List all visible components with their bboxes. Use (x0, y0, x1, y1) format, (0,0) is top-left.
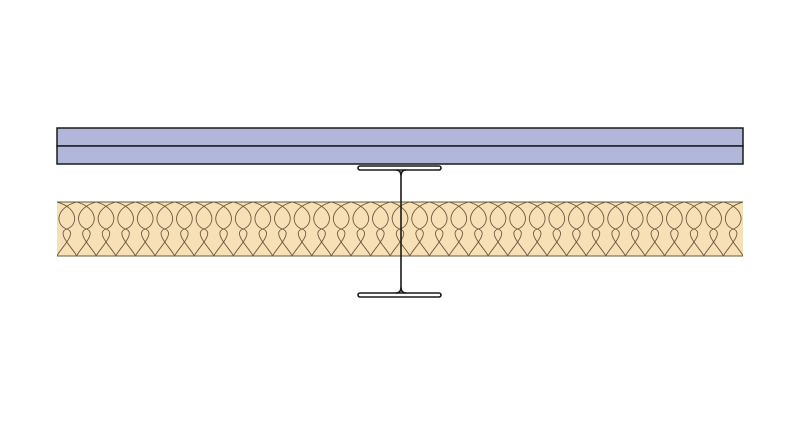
insulation-curve (232, 202, 254, 256)
stud-bottom-flange (357, 292, 442, 298)
insulation-layer (57, 201, 743, 257)
insulation-curve (644, 202, 665, 256)
insulation-curve (350, 202, 371, 256)
insulation-curve (57, 202, 58, 203)
insulation-curve (428, 202, 450, 256)
insulation-curve (134, 202, 156, 256)
insulation-curve (742, 202, 743, 203)
insulation-curve (95, 202, 116, 256)
insulation-curve (585, 202, 606, 256)
insulation-curve (507, 202, 528, 256)
stud-top-flange (357, 165, 442, 171)
insulation-curve (213, 202, 234, 256)
board-layer-1 (56, 127, 744, 147)
insulation-curve (722, 202, 743, 256)
insulation-curve (370, 202, 391, 256)
insulation-pattern (57, 202, 743, 256)
insulation-curve (57, 202, 77, 256)
insulation-curve (252, 202, 273, 256)
insulation-curve (311, 202, 332, 256)
insulation-curve (624, 202, 646, 256)
insulation-curve (546, 202, 567, 256)
insulation-curve (566, 202, 587, 256)
insulation-curve (154, 202, 175, 256)
insulation-curve (115, 202, 136, 256)
insulation-curve (272, 202, 293, 256)
board-layer-2 (56, 145, 744, 165)
insulation-curve (605, 202, 626, 256)
insulation-curve (389, 202, 410, 256)
insulation-curve (330, 202, 352, 256)
insulation-curve (468, 202, 489, 256)
insulation-curve (193, 202, 214, 256)
insulation-curve (742, 255, 743, 256)
insulation-curve (683, 202, 704, 256)
insulation-curve (57, 255, 58, 256)
insulation-curve (526, 202, 548, 256)
insulation-curve (487, 202, 508, 256)
insulation-curve (664, 202, 685, 256)
insulation-curve (291, 202, 312, 256)
stud-web (395, 169, 407, 294)
insulation-curve (174, 202, 195, 256)
insulation-curve (409, 202, 430, 256)
steel-i-stud (357, 165, 442, 298)
insulation-curve (76, 202, 97, 256)
insulation-curve (703, 202, 724, 256)
insulation-curve (448, 202, 469, 256)
